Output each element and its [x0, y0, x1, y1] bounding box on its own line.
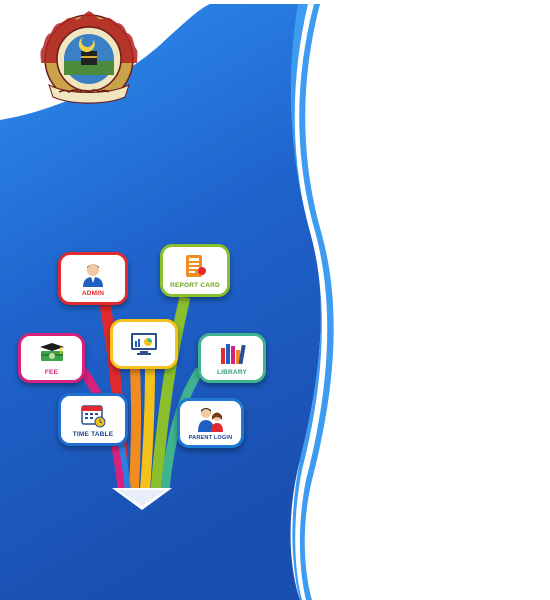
ribbon-yellow — [140, 367, 155, 491]
ribbon-teal — [160, 367, 204, 491]
admin-avatar-icon — [78, 261, 108, 287]
books-icon — [217, 340, 247, 366]
time-table-card[interactable]: TIME TABLE — [58, 393, 128, 446]
ribbon-blue — [117, 439, 131, 491]
admin-label: ADMIN — [81, 289, 105, 297]
calendar-icon — [78, 402, 108, 428]
report-card-icon — [180, 253, 210, 279]
report-card-label: REPORT CARD — [170, 281, 220, 289]
money-stack-icon — [37, 340, 67, 366]
dashboard-card[interactable] — [110, 319, 178, 369]
fee-card[interactable]: FEE — [18, 333, 85, 383]
ribbon-orange — [129, 367, 142, 491]
admin-card[interactable]: ADMIN — [58, 252, 128, 305]
parent-login-card[interactable]: PARENT LOGIN — [177, 398, 244, 448]
report-card-card[interactable]: REPORT CARD — [160, 244, 230, 297]
dashboard-chart-icon — [129, 331, 159, 357]
library-card[interactable]: LIBRARY — [198, 333, 266, 383]
white-wave-line — [294, 4, 328, 600]
ribbon-green — [150, 295, 191, 491]
school-emblem-logo — [40, 11, 138, 104]
parent-login-label: PARENT LOGIN — [188, 434, 233, 441]
parent-child-icon — [196, 406, 226, 432]
fee-label: FEE — [44, 369, 59, 376]
light-blue-wave — [290, 4, 334, 600]
arrow-head-inner — [118, 490, 166, 506]
library-label: LIBRARY — [216, 369, 248, 376]
blue-panel — [0, 4, 321, 600]
time-table-label: TIME TABLE — [72, 430, 114, 438]
